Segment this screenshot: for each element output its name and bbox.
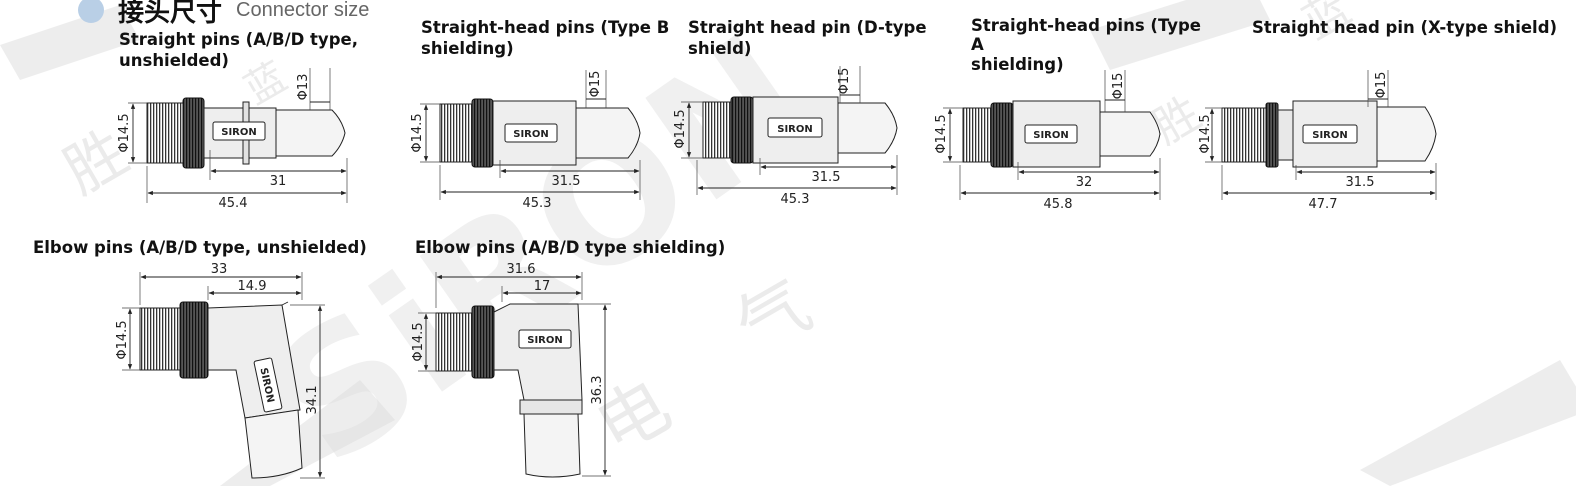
svg-text:Φ15: Φ15 [1111, 73, 1126, 100]
caption-elbow-abd-shielded: Elbow pins (A/B/D type shielding) [415, 238, 726, 257]
svg-text:45.3: 45.3 [523, 196, 552, 211]
svg-text:Φ14.5: Φ14.5 [411, 322, 426, 361]
dim-cable-diameter: Φ13 [296, 74, 311, 101]
caption-elbow-abd-unshielded: Elbow pins (A/B/D type, unshielded) [33, 238, 367, 257]
coupling-nut [182, 97, 205, 169]
svg-text:Φ15: Φ15 [1374, 72, 1389, 99]
svg-text:36.3: 36.3 [590, 376, 605, 405]
brand-text: SIRON [221, 127, 257, 138]
caption-straight-abd-unshielded: Straight pins (A/B/D type, unshielded) [119, 30, 358, 70]
drawing-elbow-abd-unshielded: SIRON 33 14.9 34.1 Φ14.5 [115, 262, 325, 479]
svg-text:Φ14.5: Φ14.5 [934, 114, 949, 153]
svg-text:Φ14.5: Φ14.5 [673, 109, 688, 148]
thread-part [146, 102, 184, 164]
drawing-straight-d-shielded: SIRON 45.3 31.5 Φ14.5 Φ15 [673, 66, 898, 207]
svg-text:45.3: 45.3 [781, 192, 810, 207]
drawing-straight-a-shielded: SIRON 45.8 32 Φ14.5 Φ15 [934, 70, 1161, 212]
svg-text:Φ15: Φ15 [837, 68, 852, 95]
heading-chinese: 接头尺寸 [118, 0, 223, 28]
caption-straight-d-shielded: Straight head pin (D-type shield) [688, 18, 927, 58]
svg-text:33: 33 [211, 262, 228, 277]
drawing-elbow-abd-shielded: SIRON 31.6 17 36.3 Φ14.5 [411, 262, 611, 478]
svg-text:34.1: 34.1 [305, 386, 320, 415]
section-heading: 接头尺寸 Connector size [78, 0, 369, 30]
heading-english: Connector size [236, 0, 370, 21]
caption-straight-x-shielded: Straight head pin (X-type shield) [1252, 18, 1558, 37]
svg-text:31.6: 31.6 [507, 262, 536, 277]
svg-text:14.9: 14.9 [238, 279, 267, 294]
svg-text:SIRON: SIRON [513, 129, 549, 140]
drawing-straight-b-shielded: SIRON 45.3 31.5 Φ14.5 Φ15 [410, 70, 641, 211]
svg-text:SIRON: SIRON [527, 335, 563, 346]
brand-label [212, 121, 266, 141]
svg-text:Φ15: Φ15 [588, 71, 603, 98]
svg-text:Φ14.5: Φ14.5 [115, 320, 130, 359]
svg-text:17: 17 [534, 279, 551, 294]
caption-straight-a-shielded: Straight-head pins (Type A shielding) [971, 16, 1201, 74]
svg-text:SIRON: SIRON [1312, 130, 1348, 141]
svg-text:Φ14.5: Φ14.5 [1198, 114, 1213, 153]
drawing-straight-abd-unshielded: SIRON 45.4 31 Φ14.5 Φ13 [117, 68, 348, 211]
svg-text:SIRON: SIRON [1033, 130, 1069, 141]
dim-diameter: Φ14.5 [117, 113, 132, 152]
dim-total-length: 45.4 [219, 196, 248, 211]
svg-text:Φ14.5: Φ14.5 [410, 113, 425, 152]
svg-text:47.7: 47.7 [1309, 197, 1338, 212]
svg-text:31.5: 31.5 [1346, 175, 1375, 190]
svg-text:31.5: 31.5 [552, 174, 581, 189]
dim-body-length: 31 [270, 174, 287, 189]
svg-text:45.8: 45.8 [1044, 197, 1073, 212]
svg-text:32: 32 [1076, 175, 1093, 190]
heading-bullet-icon [78, 0, 104, 23]
cable-gland [275, 109, 346, 157]
svg-text:SIRON: SIRON [777, 124, 813, 135]
drawing-straight-x-shielded: SIRON 47.7 31.5 Φ14.5 Φ15 [1198, 70, 1437, 212]
svg-text:31.5: 31.5 [812, 170, 841, 185]
caption-straight-b-shielded: Straight-head pins (Type B shielding) [421, 18, 670, 58]
